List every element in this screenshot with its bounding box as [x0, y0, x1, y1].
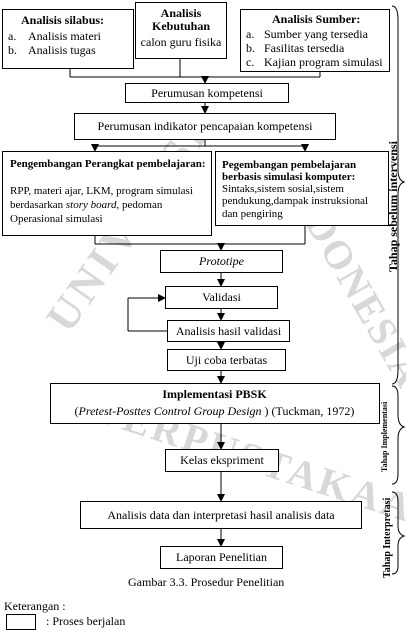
sumber-item-b-num: b.: [246, 41, 255, 55]
perumusan-indikator-box: Perumusan indikator pencapaian kompetens…: [74, 113, 336, 140]
perumusan-indikator-label: Perumusan indikator pencapaian kompetens…: [97, 119, 313, 133]
legend-item: : Proses berjalan: [46, 614, 126, 628]
phase-implementasi: Tahap Implementasi: [380, 401, 389, 472]
uji-coba-box: Uji coba terbatas: [167, 349, 286, 371]
pengembangan-perangkat-title: Pengembangan Perangkat pembelajaran:: [10, 158, 206, 170]
laporan-label: Laporan Penelitian: [176, 550, 267, 564]
figure-caption: Gambar 3.3. Prosedur Penelitian: [128, 575, 285, 589]
silabus-item-b-num: b.: [8, 43, 17, 57]
phase-sebelum-intervensi: Tahap sebelum intervensi: [386, 141, 400, 272]
silabus-item-b: Analisis tugas: [28, 43, 96, 57]
implementasi-design-a: (: [74, 404, 79, 418]
prototipe-label: Prototipe: [199, 254, 244, 268]
pengembangan-line-2-a: berdasarkan: [10, 199, 66, 211]
prototipe-box: Prototipe: [160, 250, 283, 273]
legend-title: Keterangan :: [4, 599, 66, 613]
analisis-data-label: Analisis data dan interpretasi hasil ana…: [107, 508, 335, 522]
komputer-title-1: Pegembangan pembelajaran: [222, 159, 357, 171]
implementasi-box: Implementasi PBSK (Pretest-Posttes Contr…: [50, 383, 380, 424]
implementasi-design-b: Pretest-Posttes Control Group Design: [78, 404, 262, 418]
analisis-silabus-title: Analisis silabus:: [21, 13, 105, 27]
implementasi-title: Implementasi PBSK: [162, 387, 267, 401]
analisis-silabus-box: Analisis silabus: a. Analisis materi b. …: [2, 9, 134, 69]
kebutuhan-title-2: Kebutuhan: [151, 19, 211, 33]
analisis-sumber-title: Analisis Sumber:: [272, 12, 361, 26]
pengembangan-line-1: RPP, materi ajar, LKM, program simulasi: [10, 185, 193, 197]
komputer-line-2: pendukung,dampak instruksional: [222, 195, 369, 207]
komputer-line-3: dan pengiring: [222, 208, 283, 220]
implementasi-design-c: ) (Tuckman, 1972): [261, 404, 355, 418]
komputer-title-2: berbasis simulasi komputer:: [222, 171, 356, 183]
kelas-eksperimen-box: Kelas ekspriment: [165, 449, 279, 472]
implementasi-design: (Pretest-Posttes Control Group Design ) …: [51, 405, 378, 418]
kelas-eksperimen-label: Kelas ekspriment: [180, 453, 264, 467]
sumber-item-a-num: a.: [246, 27, 255, 41]
uji-coba-label: Uji coba terbatas: [185, 353, 268, 367]
pengembangan-line-2-c: , pedoman: [116, 199, 163, 211]
validasi-label: Validasi: [202, 290, 241, 304]
silabus-item-a-num: a.: [8, 29, 17, 43]
silabus-item-a: Analisis materi: [28, 29, 101, 43]
komputer-line-1: Sintaks,sistem sosial,sistem: [222, 183, 344, 195]
analisis-validasi-label: Analisis hasil validasi: [175, 324, 282, 338]
kebutuhan-sub: calon guru fisika: [140, 35, 222, 49]
analisis-kebutuhan-box: Analisis Kebutuhan calon guru fisika: [135, 2, 227, 59]
pengembangan-komputer-box: Pegembangan pembelajaran berbasis simula…: [215, 151, 389, 226]
sumber-item-c: Kajian program simulasi: [264, 55, 383, 69]
sumber-item-c-num: c.: [246, 55, 255, 69]
analisis-validasi-box: Analisis hasil validasi: [167, 320, 290, 342]
sumber-item-a: Sumber yang tersedia: [264, 27, 368, 41]
pengembangan-perangkat-box: Pengembangan Perangkat pembelajaran: RPP…: [2, 151, 212, 236]
perumusan-kompetensi-label: Perumusan kompetensi: [151, 86, 263, 100]
perumusan-kompetensi-box: Perumusan kompetensi: [125, 83, 289, 103]
pengembangan-line-2: berdasarkan story board, pedoman: [10, 199, 162, 211]
phase-interpretasi: Tahap Interpretasi: [382, 497, 393, 578]
sumber-item-b: Fasilitas tersedia: [264, 41, 345, 55]
validasi-box: Validasi: [165, 286, 278, 309]
legend-swatch: [6, 614, 36, 630]
pengembangan-line-3: Operasional simulasi: [10, 213, 103, 225]
kebutuhan-title-1: Analisis: [160, 6, 202, 20]
pengembangan-line-2-b: story board: [65, 199, 117, 211]
analisis-data-box: Analisis data dan interpretasi hasil ana…: [80, 501, 362, 529]
laporan-box: Laporan Penelitian: [160, 546, 283, 569]
analisis-sumber-box: Analisis Sumber: a. Sumber yang tersedia…: [240, 9, 390, 72]
